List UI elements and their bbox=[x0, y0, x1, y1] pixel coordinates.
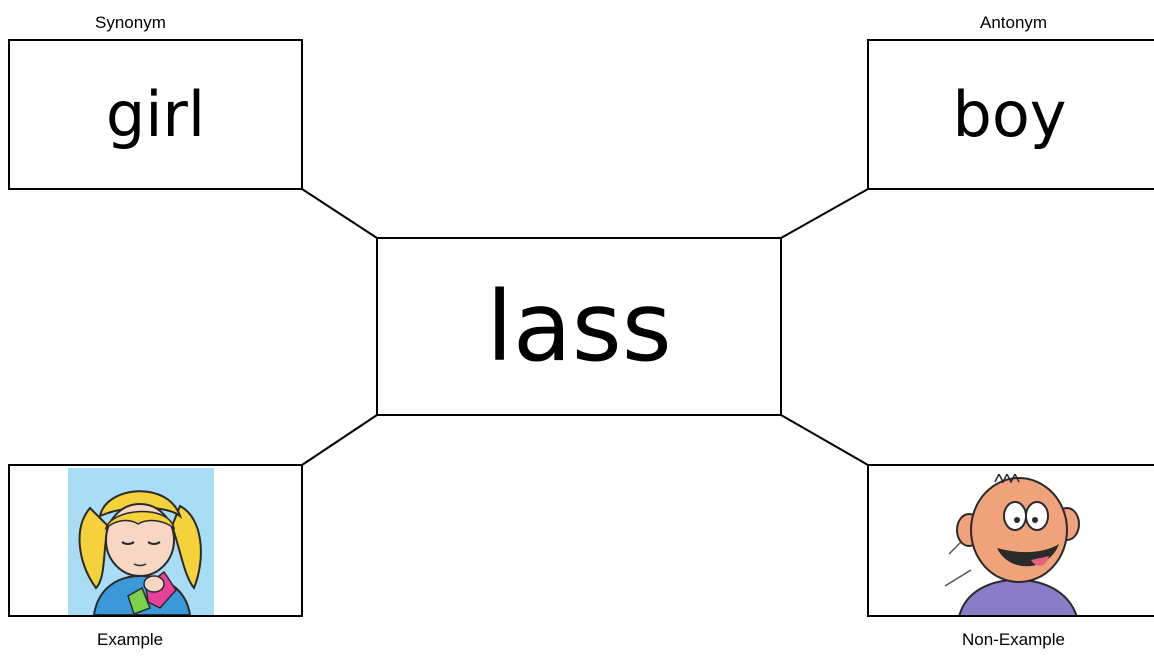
center-box: lass bbox=[376, 237, 782, 416]
antonym-word: boy bbox=[952, 77, 1067, 151]
synonym-label: Synonym bbox=[95, 13, 166, 32]
non-example-label: Non-Example bbox=[962, 630, 1065, 649]
example-label: Example bbox=[97, 630, 164, 649]
boy-illustration bbox=[944, 474, 1080, 615]
connector-synonym bbox=[301, 188, 378, 239]
non-example-box bbox=[867, 464, 1154, 617]
connector-example bbox=[301, 414, 378, 466]
antonym-box: boy bbox=[867, 39, 1154, 190]
antonym-label: Antonym bbox=[980, 13, 1048, 32]
synonym-word: girl bbox=[105, 77, 206, 151]
synonym-box: girl bbox=[8, 39, 303, 190]
connector-non-example bbox=[780, 414, 869, 466]
center-word: lass bbox=[486, 270, 672, 383]
example-box bbox=[8, 464, 303, 617]
girl-illustration bbox=[68, 468, 214, 615]
connector-antonym bbox=[780, 188, 869, 239]
